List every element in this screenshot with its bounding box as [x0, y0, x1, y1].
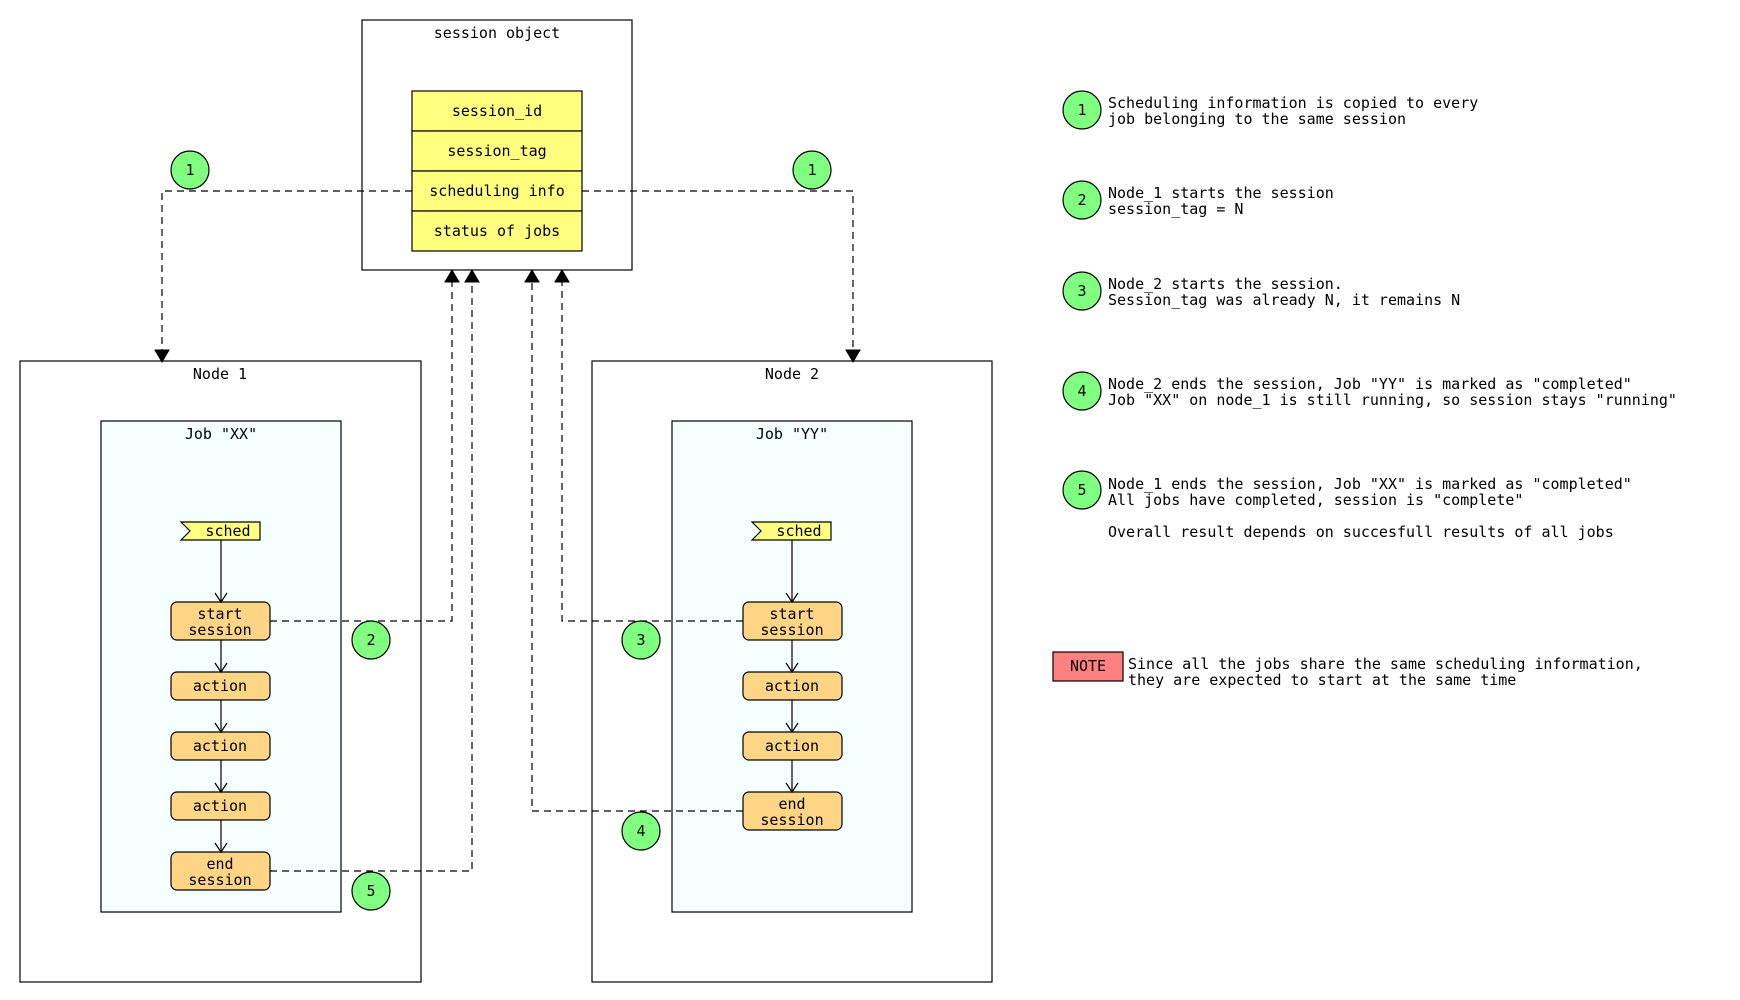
step-label-line1: end: [778, 795, 805, 813]
connector-node-2-start: [561, 278, 743, 622]
job-xx-flow-arrows: [214, 540, 228, 854]
legend-text-line: Node_2 starts the session.: [1108, 275, 1343, 293]
sched-label: sched: [776, 522, 821, 540]
dashed-connectors: [154, 190, 861, 872]
job-yy-flow-arrows: [785, 540, 799, 794]
job-yy-step-start-session: start session: [742, 601, 843, 641]
diagram-marker-1-right: 1: [792, 150, 832, 190]
diagram-marker-1-left: 1: [170, 150, 210, 190]
legend-text-line: Job "XX" on node_1 is still running, so …: [1108, 391, 1677, 409]
session-field-status-of-jobs: status of jobs: [411, 210, 583, 252]
session-field-session-id: session_id: [411, 90, 583, 132]
job-yy-step-action-2: action: [742, 731, 843, 761]
marker-number: 3: [636, 631, 645, 649]
legend-text-line: Session_tag was already N, it remains N: [1108, 291, 1460, 309]
job-xx-step-action-3: action: [170, 791, 271, 821]
legend-number: 1: [1077, 101, 1086, 119]
job-xx-step-action-2: action: [170, 731, 271, 761]
legend-text-line: Scheduling information is copied to ever…: [1108, 94, 1478, 112]
connector-node-1-start: [270, 278, 453, 622]
sched-label: sched: [205, 522, 250, 540]
arrowhead-icon: [524, 269, 540, 283]
arrowhead-icon: [845, 349, 861, 363]
note-text-line: they are expected to start at the same t…: [1128, 671, 1516, 689]
job-xx-sched-flag: sched: [179, 521, 261, 541]
step-label-line1: action: [193, 677, 247, 695]
legend-text-line: session_tag = N: [1108, 200, 1243, 218]
step-label-line1: start: [197, 605, 242, 623]
marker-number: 1: [185, 161, 194, 179]
diagram-marker-3: 3: [621, 620, 661, 660]
diagram-marker-5: 5: [351, 871, 391, 911]
step-label-line1: action: [193, 797, 247, 815]
diagram-marker-4: 4: [621, 811, 661, 851]
legend: 1 Scheduling information is copied to ev…: [1052, 90, 1677, 689]
marker-number: 5: [366, 882, 375, 900]
arrowhead-icon: [154, 349, 170, 363]
node-1-title: Node 1: [193, 365, 247, 383]
legend-item-4: 4 Node_2 ends the session, Job "YY" is m…: [1062, 371, 1677, 411]
legend-number: 3: [1077, 282, 1086, 300]
job-yy-title: Job "YY": [756, 425, 828, 443]
connector-node-2-end: [531, 278, 743, 812]
job-yy-step-end-session: end session: [742, 791, 843, 831]
step-label-line2: session: [760, 811, 823, 829]
legend-text-line: Node_1 ends the session, Job "XX" is mar…: [1108, 475, 1632, 493]
diagram-marker-2: 2: [351, 620, 391, 660]
legend-number: 5: [1077, 481, 1086, 499]
job-xx-step-end-session: end session: [170, 851, 271, 891]
marker-number: 2: [366, 631, 375, 649]
node-2-title: Node 2: [765, 365, 819, 383]
legend-item-3: 3 Node_2 starts the session. Session_tag…: [1062, 271, 1460, 311]
legend-text-line: Node_2 ends the session, Job "YY" is mar…: [1108, 375, 1632, 393]
session-field-label: session_tag: [447, 142, 546, 160]
session-field-label: status of jobs: [434, 222, 560, 240]
step-label-line1: action: [765, 737, 819, 755]
legend-text-line: Overall result depends on succesfull res…: [1108, 523, 1614, 541]
note-tag-box: [1052, 651, 1124, 682]
step-label-line1: action: [193, 737, 247, 755]
session-object: session object session_id session_tag sc…: [361, 19, 633, 271]
step-label-line2: session: [188, 621, 251, 639]
connector-copy-to-node-1: [161, 190, 412, 356]
marker-number: 4: [636, 822, 645, 840]
job-yy-sched-flag: sched: [750, 521, 832, 541]
note-text-line: Since all the jobs share the same schedu…: [1128, 655, 1643, 673]
note: NOTE Since all the jobs share the same s…: [1052, 651, 1643, 689]
legend-item-2: 2 Node_1 starts the session session_tag …: [1062, 180, 1334, 220]
legend-item-1: 1 Scheduling information is copied to ev…: [1062, 90, 1478, 130]
arrowhead-icon: [554, 269, 570, 283]
step-label-line2: session: [760, 621, 823, 639]
job-xx-title: Job "XX": [185, 425, 257, 443]
session-field-label: session_id: [452, 102, 542, 120]
step-label-line1: action: [765, 677, 819, 695]
job-yy-step-action-1: action: [742, 671, 843, 701]
job-xx-step-action-1: action: [170, 671, 271, 701]
node-2: Node 2 Job "YY" sched start session acti…: [591, 360, 993, 983]
step-label-line1: start: [769, 605, 814, 623]
legend-number: 4: [1077, 382, 1086, 400]
session-object-title: session object: [434, 24, 560, 42]
node-1: Node 1 Job "XX" sched start session acti…: [19, 360, 422, 983]
arrowhead-icon: [444, 269, 460, 283]
session-field-label: scheduling info: [429, 182, 564, 200]
marker-number: 1: [807, 161, 816, 179]
legend-number: 2: [1077, 191, 1086, 209]
step-label-line1: end: [206, 855, 233, 873]
legend-item-5: 5 Node_1 ends the session, Job "XX" is m…: [1062, 470, 1632, 541]
session-field-session-tag: session_tag: [411, 130, 583, 172]
job-xx-step-start-session: start session: [170, 601, 271, 641]
arrowhead-icon: [464, 269, 480, 283]
legend-text-line: Node_1 starts the session: [1108, 184, 1334, 202]
connector-copy-to-node-2: [582, 190, 854, 356]
session-field-scheduling-info: scheduling info: [411, 170, 583, 212]
note-tag: NOTE: [1070, 657, 1106, 675]
legend-text-line: job belonging to the same session: [1108, 110, 1406, 128]
legend-text-line: All jobs have completed, session is "com…: [1108, 491, 1523, 509]
step-label-line2: session: [188, 871, 251, 889]
